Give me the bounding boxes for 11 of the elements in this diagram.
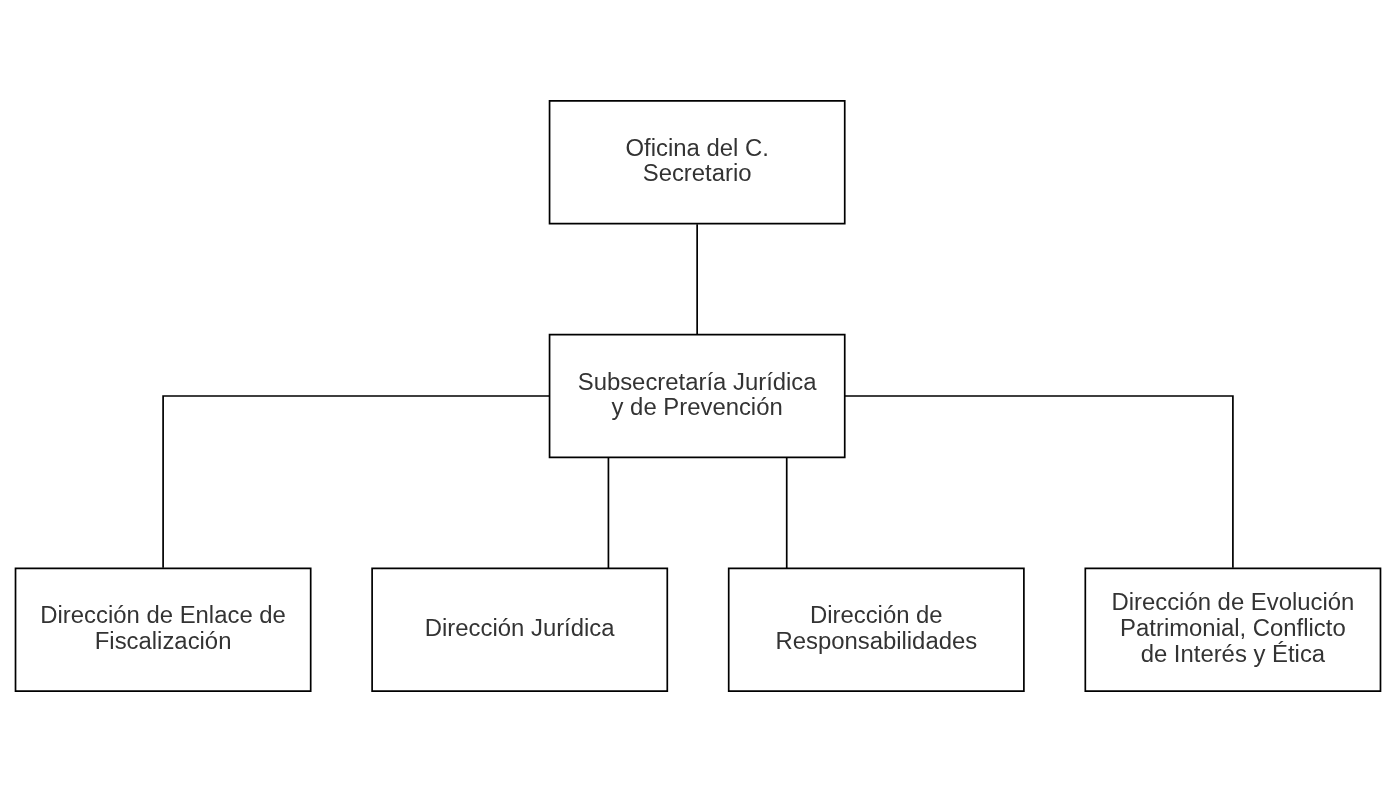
connector	[607, 457, 610, 570]
connector	[844, 395, 1234, 569]
node-box: Dirección de Enlace de Fiscalización	[14, 567, 312, 693]
node-box: Dirección de Responsabilidades	[727, 567, 1025, 693]
connector	[162, 395, 550, 569]
node-box: Dirección Jurídica	[371, 567, 669, 693]
node-box: Oficina del C. Secretario	[548, 99, 846, 225]
node-box: Dirección de Evolución Patrimonial, Conflicto de Interés y Ética	[1084, 567, 1382, 693]
connector	[785, 457, 788, 570]
node-box: Subsecretaría Jurídica y de Prevención	[548, 333, 846, 459]
connector	[696, 223, 698, 336]
